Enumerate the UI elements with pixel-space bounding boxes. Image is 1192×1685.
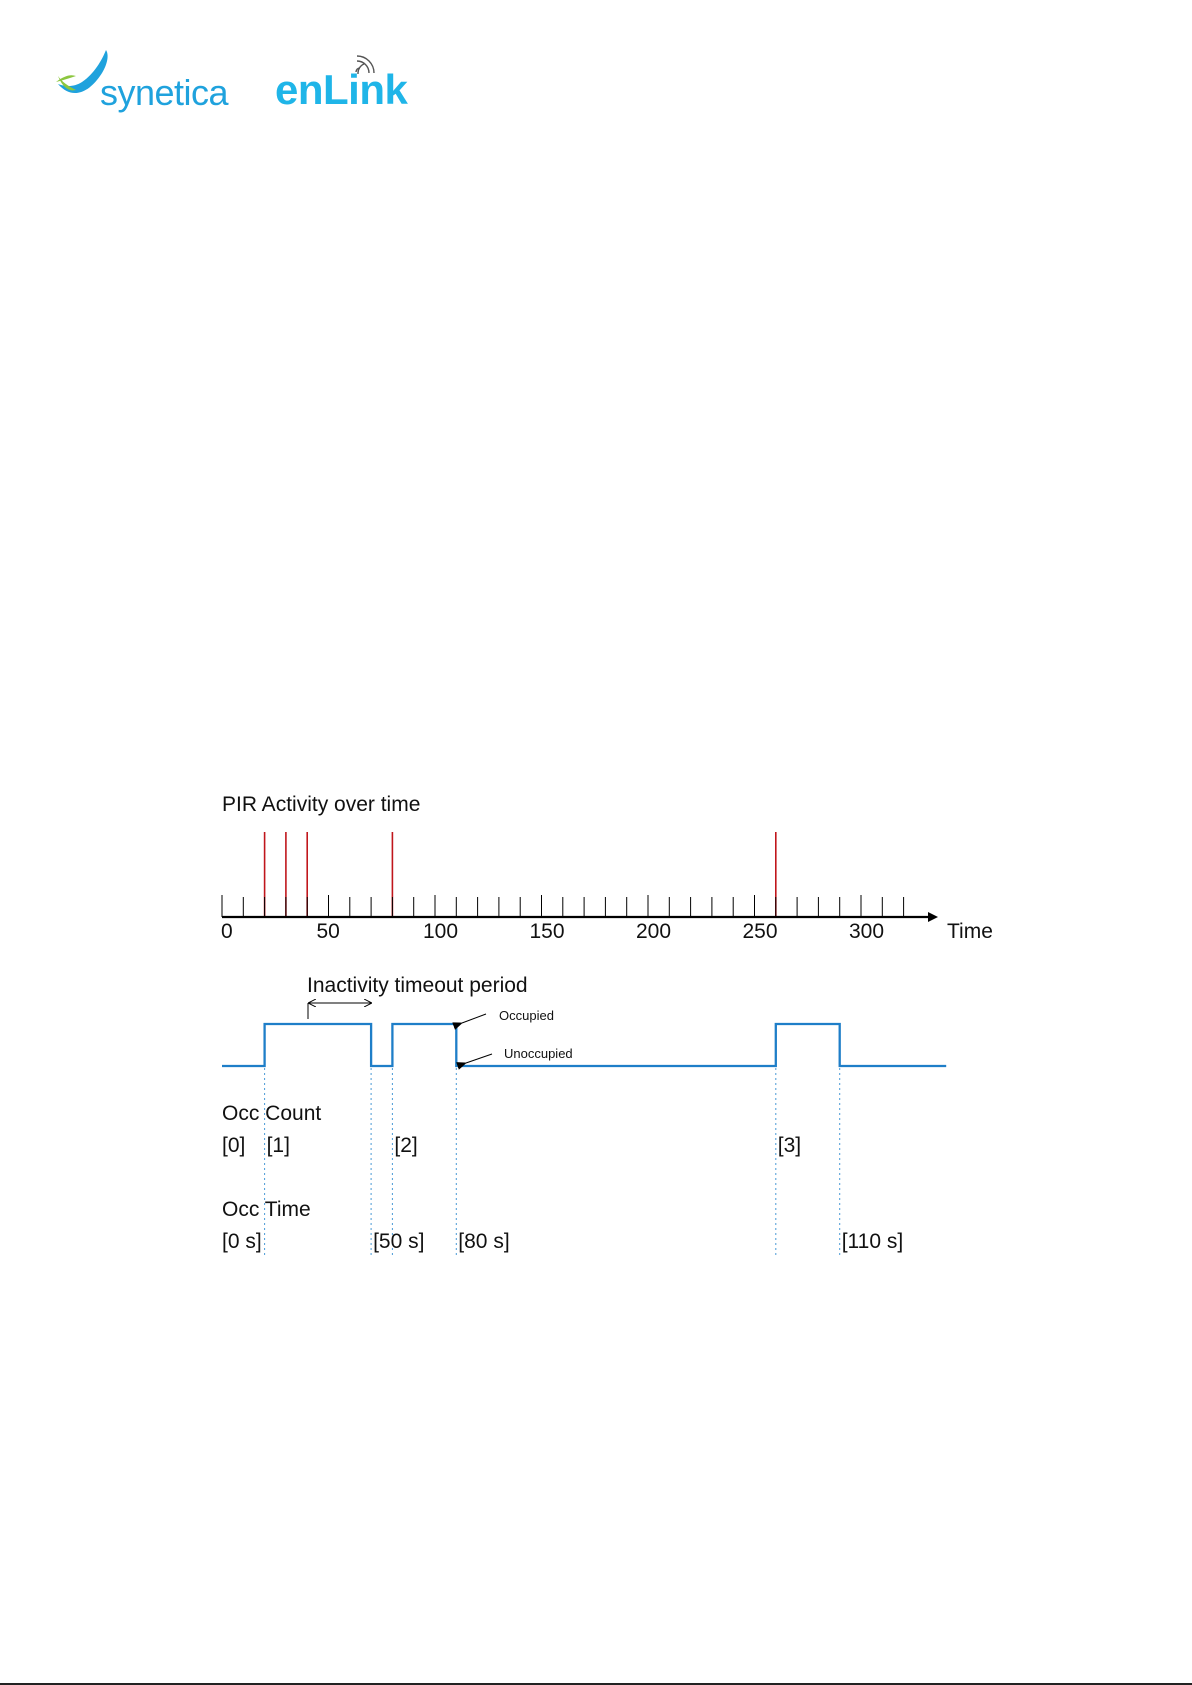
inactivity-timeout-label: Inactivity timeout period: [307, 974, 528, 997]
diagram-title: PIR Activity over time: [222, 793, 420, 816]
occ-time-value: [0 s]: [222, 1230, 262, 1253]
occupied-label: Occupied: [499, 1008, 554, 1023]
occupancy-signal-line: [222, 1024, 946, 1066]
transition-dotted-lines: [265, 1068, 840, 1258]
tick-label: 300: [849, 920, 884, 943]
axis-label-time: Time: [947, 920, 993, 943]
tick-label: 200: [636, 920, 671, 943]
unoccupied-label: Unoccupied: [504, 1046, 573, 1061]
occupied-pointer: [462, 1014, 486, 1023]
tick-label: 250: [743, 920, 778, 943]
unoccupied-pointer: [466, 1054, 492, 1063]
occ-time-value: [80 s]: [458, 1230, 509, 1253]
occ-count-value: [3]: [778, 1134, 801, 1157]
tick-labels: 0 50 100 150 200 250 300: [221, 920, 884, 943]
tick-label: 100: [423, 920, 458, 943]
occ-time-value: [50 s]: [373, 1230, 424, 1253]
occ-time-heading: Occ Time: [222, 1198, 311, 1221]
occ-time-labels: [0 s] [50 s] [80 s] [110 s]: [222, 1230, 903, 1253]
occ-count-value: [0]: [222, 1134, 245, 1157]
axis-ticks: [222, 895, 904, 917]
tick-label: 50: [317, 920, 340, 943]
occ-count-value: [2]: [394, 1134, 417, 1157]
occ-count-labels: [0] [1] [2] [3]: [222, 1134, 801, 1157]
occ-count-heading: Occ Count: [222, 1102, 321, 1125]
occ-time-value: [110 s]: [842, 1230, 903, 1253]
tick-label: 0: [221, 920, 233, 943]
occ-count-value: [1]: [267, 1134, 290, 1157]
tick-label: 150: [530, 920, 565, 943]
